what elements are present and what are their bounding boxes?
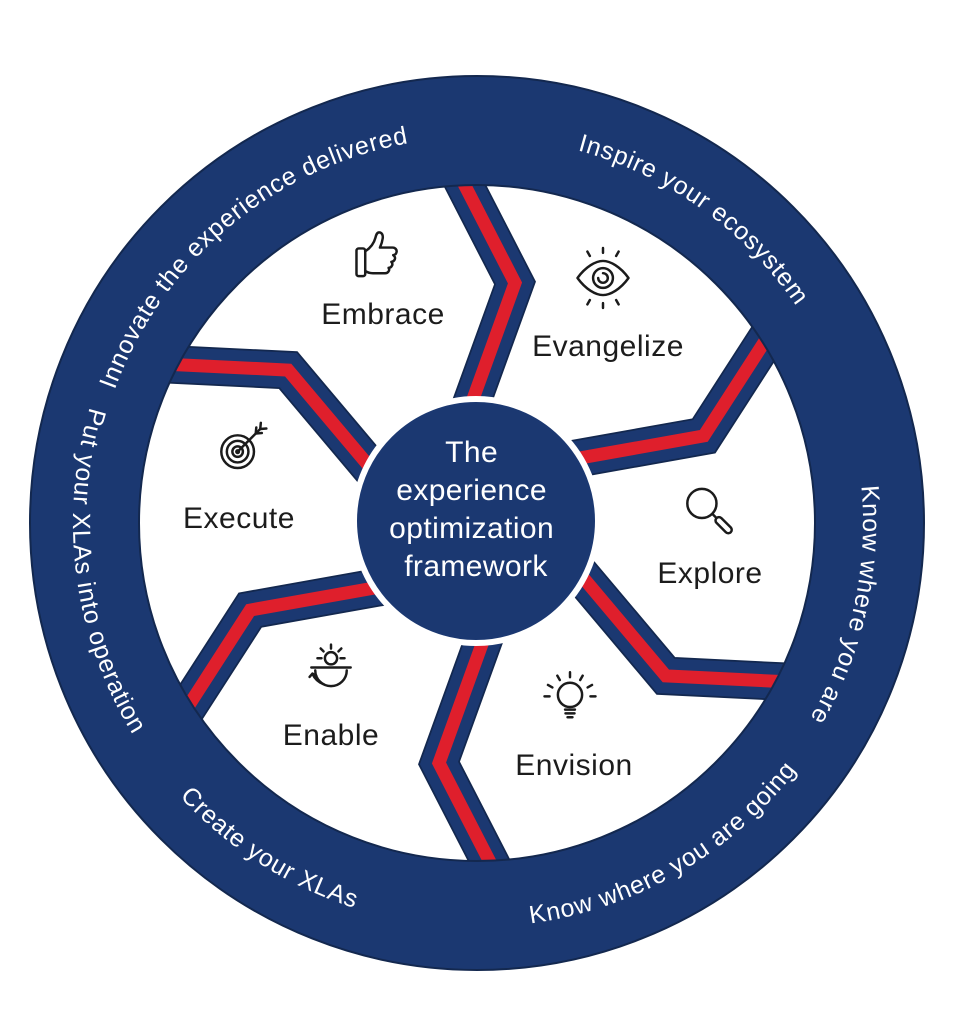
gear-process-icon	[308, 643, 352, 688]
lightbulb-icon	[543, 671, 597, 719]
center-title-line: The	[445, 436, 498, 469]
eye-icon	[576, 246, 630, 310]
segment-envision: Envision	[515, 671, 632, 782]
segment-enable: Enable	[283, 643, 379, 752]
center-title-line: framework	[404, 550, 548, 583]
segment-embrace: Embrace	[321, 231, 445, 331]
spoke-band	[550, 544, 790, 702]
segment-label-execute: Execute	[183, 502, 295, 535]
center-circle	[351, 396, 601, 646]
spoke-band	[418, 610, 513, 882]
center-title-line: experience	[396, 474, 547, 507]
ring-outer-edge	[29, 75, 925, 971]
spoke-bands	[164, 164, 790, 882]
center-hub: The experience optimization framework	[351, 396, 601, 646]
magnifier-icon	[686, 487, 733, 535]
target-arrow-icon	[220, 421, 268, 470]
segments: Embrace Evangelize	[183, 231, 762, 782]
spoke-band	[547, 321, 787, 483]
thumbs-up-icon	[355, 231, 398, 278]
segment-explore: Explore	[657, 487, 762, 590]
center-title: The experience optimization framework	[389, 436, 563, 583]
segment-label-enable: Enable	[283, 719, 379, 752]
outer-ring	[29, 75, 925, 971]
segment-label-envision: Envision	[515, 749, 632, 782]
segment-label-embrace: Embrace	[321, 298, 445, 331]
spoke-band	[441, 164, 536, 436]
spoke-band	[167, 563, 407, 725]
segment-label-evangelize: Evangelize	[532, 330, 684, 363]
segment-evangelize: Evangelize	[532, 246, 684, 363]
segment-label-explore: Explore	[657, 557, 762, 590]
ring-inner-edge	[138, 184, 816, 862]
center-title-line: optimization	[389, 512, 554, 545]
segment-execute: Execute	[183, 421, 295, 535]
spoke-band	[164, 344, 404, 502]
